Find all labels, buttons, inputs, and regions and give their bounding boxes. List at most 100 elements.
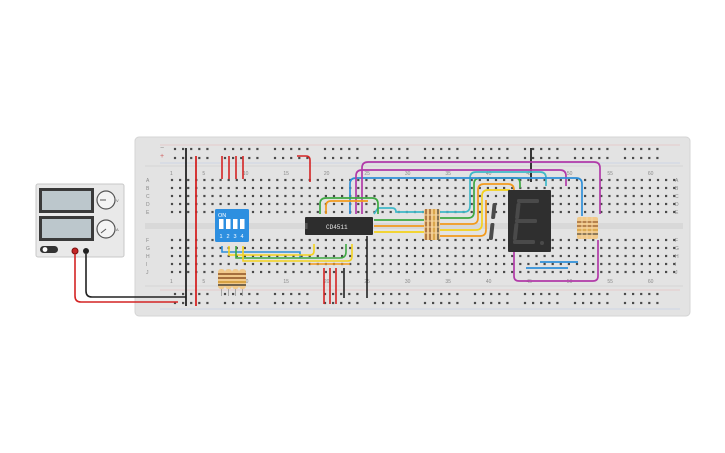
breadboard-hole[interactable] — [446, 178, 449, 182]
breadboard-hole[interactable] — [332, 301, 335, 305]
breadboard-hole[interactable] — [438, 262, 441, 266]
breadboard-hole[interactable] — [540, 156, 543, 160]
breadboard-hole[interactable] — [276, 186, 279, 190]
breadboard-hole[interactable] — [506, 147, 509, 151]
breadboard-hole[interactable] — [535, 270, 538, 274]
ic-chip-icon[interactable]: CD4511 — [305, 217, 373, 235]
breadboard-hole[interactable] — [282, 147, 285, 151]
breadboard-hole[interactable] — [397, 270, 400, 274]
breadboard-hole[interactable] — [198, 292, 201, 296]
breadboard-hole[interactable] — [540, 147, 543, 151]
breadboard-hole[interactable] — [551, 186, 554, 190]
breadboard-hole[interactable] — [389, 254, 392, 258]
breadboard-hole[interactable] — [292, 178, 295, 182]
breadboard-hole[interactable] — [616, 254, 619, 258]
breadboard-hole[interactable] — [240, 292, 243, 296]
breadboard-hole[interactable] — [527, 270, 530, 274]
breadboard-hole[interactable] — [494, 186, 498, 190]
breadboard-hole[interactable] — [357, 186, 360, 190]
breadboard-hole[interactable] — [548, 301, 551, 305]
breadboard-hole[interactable] — [268, 202, 271, 206]
breadboard-hole[interactable] — [454, 194, 457, 198]
breadboard-hole[interactable] — [640, 254, 643, 258]
breadboard-hole[interactable] — [422, 178, 425, 182]
breadboard-hole[interactable] — [413, 270, 417, 274]
breadboard-hole[interactable] — [503, 254, 506, 258]
breadboard-hole[interactable] — [356, 147, 359, 151]
breadboard-hole[interactable] — [251, 270, 255, 274]
breadboard-hole[interactable] — [503, 194, 506, 198]
breadboard-hole[interactable] — [187, 246, 190, 250]
breadboard-hole[interactable] — [298, 156, 301, 160]
breadboard-hole[interactable] — [240, 147, 243, 151]
breadboard-hole[interactable] — [648, 156, 651, 160]
breadboard-hole[interactable] — [598, 301, 601, 305]
breadboard-hole[interactable] — [478, 186, 481, 190]
breadboard-hole[interactable] — [440, 292, 443, 296]
breadboard-hole[interactable] — [473, 156, 477, 160]
breadboard-hole[interactable] — [478, 254, 481, 258]
breadboard-hole[interactable] — [323, 156, 327, 160]
breadboard-hole[interactable] — [616, 194, 619, 198]
breadboard-hole[interactable] — [316, 238, 319, 242]
breadboard-hole[interactable] — [219, 202, 222, 206]
breadboard-hole[interactable] — [173, 156, 177, 160]
breadboard-hole[interactable] — [665, 238, 668, 242]
breadboard-hole[interactable] — [582, 301, 585, 305]
breadboard-hole[interactable] — [397, 246, 400, 250]
breadboard-hole[interactable] — [446, 270, 449, 274]
breadboard-hole[interactable] — [187, 254, 190, 258]
breadboard-hole[interactable] — [616, 270, 619, 274]
breadboard-hole[interactable] — [397, 194, 400, 198]
breadboard-hole[interactable] — [223, 147, 227, 151]
breadboard-hole[interactable] — [373, 292, 377, 296]
breadboard-hole[interactable] — [248, 156, 251, 160]
breadboard-hole[interactable] — [398, 147, 401, 151]
pulldown-resistors[interactable] — [218, 269, 246, 296]
breadboard-hole[interactable] — [608, 194, 611, 198]
breadboard-hole[interactable] — [381, 186, 384, 190]
breadboard-hole[interactable] — [389, 262, 392, 266]
breadboard-hole[interactable] — [284, 194, 287, 198]
breadboard-hole[interactable] — [365, 178, 368, 182]
breadboard-hole[interactable] — [454, 270, 457, 274]
breadboard-hole[interactable] — [590, 147, 593, 151]
breadboard-hole[interactable] — [506, 156, 509, 160]
breadboard-hole[interactable] — [357, 254, 360, 258]
breadboard-hole[interactable] — [187, 186, 190, 190]
breadboard-hole[interactable] — [373, 301, 377, 305]
breadboard-hole[interactable] — [432, 147, 435, 151]
breadboard-hole[interactable] — [640, 262, 643, 266]
breadboard-hole[interactable] — [211, 254, 214, 258]
breadboard-hole[interactable] — [456, 301, 459, 305]
breadboard-hole[interactable] — [187, 262, 190, 266]
breadboard-hole[interactable] — [519, 262, 522, 266]
breadboard-hole[interactable] — [438, 254, 441, 258]
breadboard-hole[interactable] — [494, 262, 498, 266]
breadboard-hole[interactable] — [648, 178, 651, 182]
breadboard-hole[interactable] — [590, 292, 593, 296]
breadboard-hole[interactable] — [356, 156, 359, 160]
breadboard-hole[interactable] — [665, 202, 668, 206]
breadboard-hole[interactable] — [389, 186, 392, 190]
breadboard-hole[interactable] — [300, 202, 303, 206]
breadboard-hole[interactable] — [211, 202, 214, 206]
breadboard-hole[interactable] — [575, 254, 579, 258]
breadboard-hole[interactable] — [575, 262, 579, 266]
breadboard-hole[interactable] — [632, 210, 635, 214]
breadboard-hole[interactable] — [284, 178, 287, 182]
breadboard-hole[interactable] — [381, 178, 384, 182]
breadboard-hole[interactable] — [573, 292, 577, 296]
breadboard-hole[interactable] — [260, 238, 263, 242]
breadboard-hole[interactable] — [187, 210, 190, 214]
breadboard-hole[interactable] — [389, 210, 392, 214]
breadboard-hole[interactable] — [324, 270, 327, 274]
breadboard-hole[interactable] — [648, 186, 651, 190]
breadboard-hole[interactable] — [470, 262, 473, 266]
breadboard-hole[interactable] — [640, 178, 643, 182]
breadboard-hole[interactable] — [251, 186, 255, 190]
breadboard-hole[interactable] — [332, 147, 335, 151]
breadboard-hole[interactable] — [432, 301, 435, 305]
breadboard-hole[interactable] — [349, 246, 352, 250]
breadboard-hole[interactable] — [454, 238, 457, 242]
